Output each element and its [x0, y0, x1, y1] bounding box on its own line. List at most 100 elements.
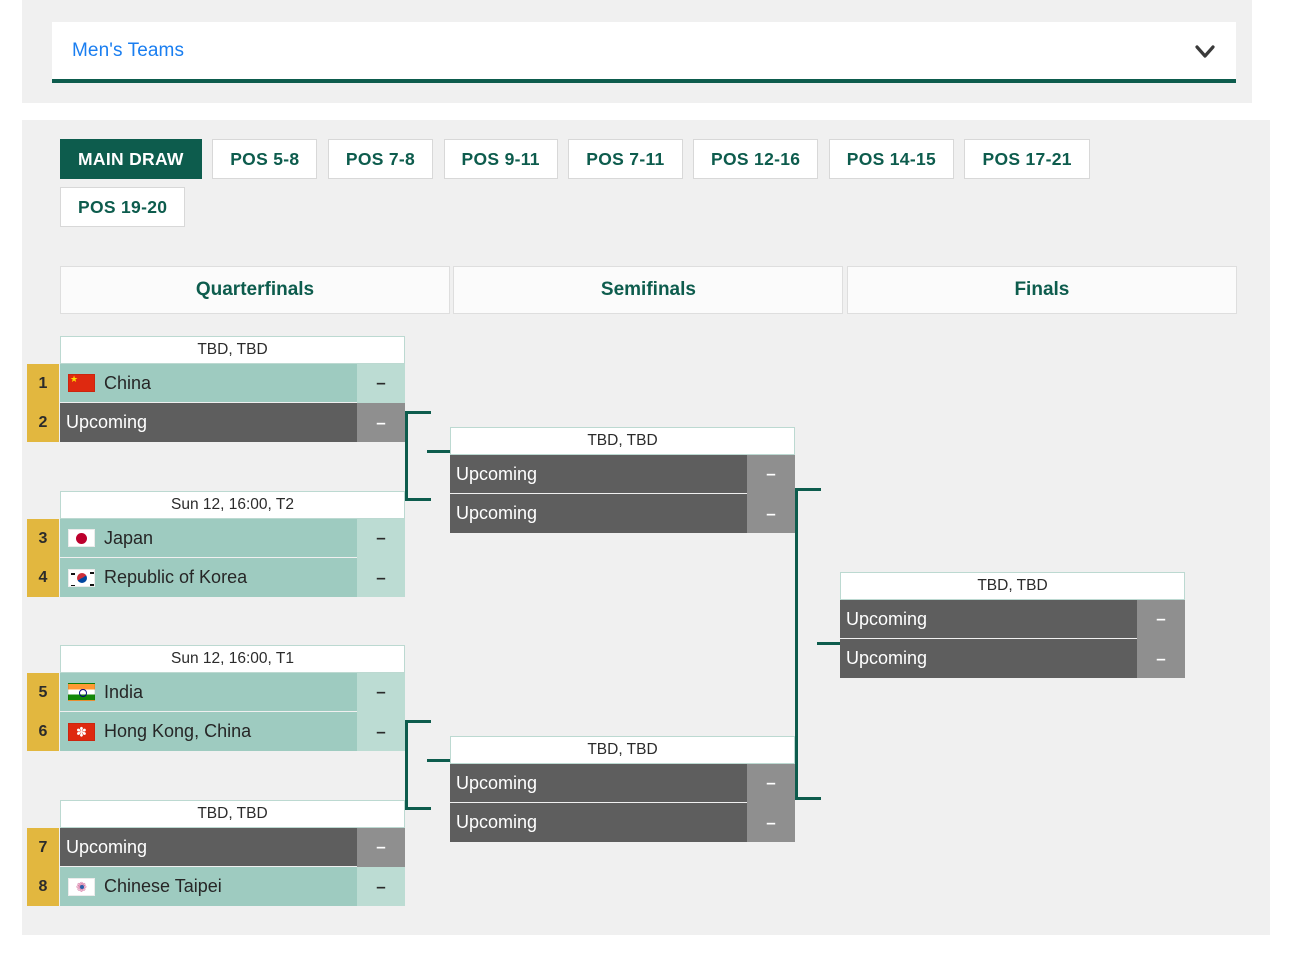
match-sf-1-row-2[interactable]: Upcoming – [450, 494, 795, 533]
tab-pos-7-8[interactable]: POS 7-8 [327, 139, 434, 179]
bracket-tree: TBD, TBD 1 China – 2 Upcoming – [22, 120, 1270, 935]
team-entry: India [60, 673, 357, 712]
match-qf-1-row-1[interactable]: 1 China – [27, 363, 405, 403]
match-score: – [1137, 639, 1185, 678]
flag-china-icon [68, 374, 95, 392]
team-name: China [104, 372, 152, 393]
event-selector-panel: Men's Teams [22, 0, 1252, 103]
team-entry: Upcoming [450, 455, 747, 494]
match-qf-3[interactable]: Sun 12, 16:00, T1 5 India – 6 Hong Kong,… [27, 645, 405, 751]
team-entry: Upcoming [60, 828, 357, 867]
team-name: Upcoming [66, 836, 148, 857]
match-score: – [357, 403, 405, 442]
match-score: – [747, 803, 795, 842]
team-name: Upcoming [456, 772, 538, 793]
match-score: – [747, 494, 795, 533]
seed-number: 3 [27, 519, 59, 558]
match-qf-4-header: TBD, TBD [60, 800, 405, 828]
team-name: Republic of Korea [104, 567, 248, 587]
match-qf-2[interactable]: Sun 12, 16:00, T2 3 Japan – 4 Republic o… [27, 491, 405, 597]
team-name: Upcoming [846, 648, 928, 668]
seed-number: 8 [27, 867, 59, 906]
team-entry: Republic of Korea [60, 558, 357, 597]
team-entry: Upcoming [450, 494, 747, 533]
match-qf-1[interactable]: TBD, TBD 1 China – 2 Upcoming – [27, 336, 405, 442]
round-header-finals: Finals [846, 266, 1237, 314]
match-qf-4-row-2[interactable]: 8 Chinese Taipei – [27, 867, 405, 906]
chevron-down-icon[interactable] [1192, 38, 1218, 64]
flag-japan-icon [68, 529, 95, 547]
event-selector-label: Men's Teams [72, 40, 185, 61]
match-qf-2-row-1[interactable]: 3 Japan – [27, 518, 405, 558]
tab-pos-19-20[interactable]: POS 19-20 [60, 187, 186, 227]
match-score: – [357, 672, 405, 712]
tab-pos-7-11[interactable]: POS 7-11 [568, 139, 683, 179]
match-final-row-2[interactable]: Upcoming – [840, 639, 1185, 678]
match-score: – [357, 712, 405, 751]
seed-number: 6 [27, 712, 59, 751]
match-score: – [747, 763, 795, 803]
seed-number: 7 [27, 828, 59, 867]
match-score: – [357, 558, 405, 597]
match-sf-2-header: TBD, TBD [450, 736, 795, 764]
match-sf-1[interactable]: TBD, TBD Upcoming – Upcoming – [450, 427, 795, 533]
seed-number: 4 [27, 558, 59, 597]
bracket-panel: MAIN DRAW POS 5-8 POS 7-8 POS 9-11 POS 7… [22, 120, 1270, 935]
team-entry: Upcoming [450, 803, 747, 842]
match-score: – [357, 827, 405, 867]
team-entry: Japan [60, 519, 357, 558]
match-sf-1-row-1[interactable]: Upcoming – [450, 454, 795, 494]
team-entry: China [60, 364, 357, 403]
match-sf-2-row-2[interactable]: Upcoming – [450, 803, 795, 842]
seed-number: 1 [27, 364, 59, 403]
match-score: – [747, 454, 795, 494]
match-score: – [357, 867, 405, 906]
team-entry: Upcoming [60, 403, 357, 442]
team-name: Upcoming [456, 463, 538, 484]
team-entry: Upcoming [450, 764, 747, 803]
team-name: Upcoming [456, 503, 538, 523]
match-qf-2-header: Sun 12, 16:00, T2 [60, 491, 405, 519]
flag-hong-kong-china-icon [68, 722, 95, 741]
team-name: India [104, 681, 144, 702]
tab-pos-17-21[interactable]: POS 17-21 [964, 139, 1090, 179]
tab-pos-5-8[interactable]: POS 5-8 [212, 139, 318, 179]
seed-number: 5 [27, 673, 59, 712]
match-qf-3-row-1[interactable]: 5 India – [27, 672, 405, 712]
round-headers: Quarterfinals Semifinals Finals [60, 266, 1237, 314]
team-entry: Hong Kong, China [60, 712, 357, 751]
round-header-quarterfinals: Quarterfinals [60, 266, 450, 314]
team-entry: Chinese Taipei [60, 867, 357, 906]
match-score: – [1137, 599, 1185, 639]
match-qf-1-row-2[interactable]: 2 Upcoming – [27, 403, 405, 442]
match-sf-2[interactable]: TBD, TBD Upcoming – Upcoming – [450, 736, 795, 842]
match-qf-1-header: TBD, TBD [60, 336, 405, 364]
match-qf-4[interactable]: TBD, TBD 7 Upcoming – 8 Chinese Taipei – [27, 800, 405, 906]
team-name: Hong Kong, China [104, 721, 252, 741]
match-qf-2-row-2[interactable]: 4 Republic of Korea – [27, 558, 405, 597]
match-final[interactable]: TBD, TBD Upcoming – Upcoming – [840, 572, 1185, 678]
team-name: Upcoming [456, 812, 538, 832]
match-final-row-1[interactable]: Upcoming – [840, 599, 1185, 639]
match-final-header: TBD, TBD [840, 572, 1185, 600]
team-name: Upcoming [846, 608, 928, 629]
match-qf-3-row-2[interactable]: 6 Hong Kong, China – [27, 712, 405, 751]
match-score: – [357, 518, 405, 558]
match-sf-1-header: TBD, TBD [450, 427, 795, 455]
team-entry: Upcoming [840, 639, 1137, 678]
flag-chinese-taipei-icon [68, 877, 95, 896]
flag-republic-of-korea-icon [68, 568, 95, 587]
match-sf-2-row-1[interactable]: Upcoming – [450, 763, 795, 803]
tab-main-draw[interactable]: MAIN DRAW [60, 139, 202, 179]
team-name: Japan [104, 527, 154, 548]
event-selector[interactable]: Men's Teams [52, 22, 1236, 83]
flag-india-icon [68, 683, 95, 701]
draw-tabs: MAIN DRAW POS 5-8 POS 7-8 POS 9-11 POS 7… [60, 139, 1180, 235]
tab-pos-9-11[interactable]: POS 9-11 [443, 139, 558, 179]
match-score: – [357, 363, 405, 403]
tab-pos-14-15[interactable]: POS 14-15 [828, 139, 955, 179]
match-qf-4-row-1[interactable]: 7 Upcoming – [27, 827, 405, 867]
tab-pos-12-16[interactable]: POS 12-16 [693, 139, 819, 179]
seed-number: 2 [27, 403, 59, 442]
